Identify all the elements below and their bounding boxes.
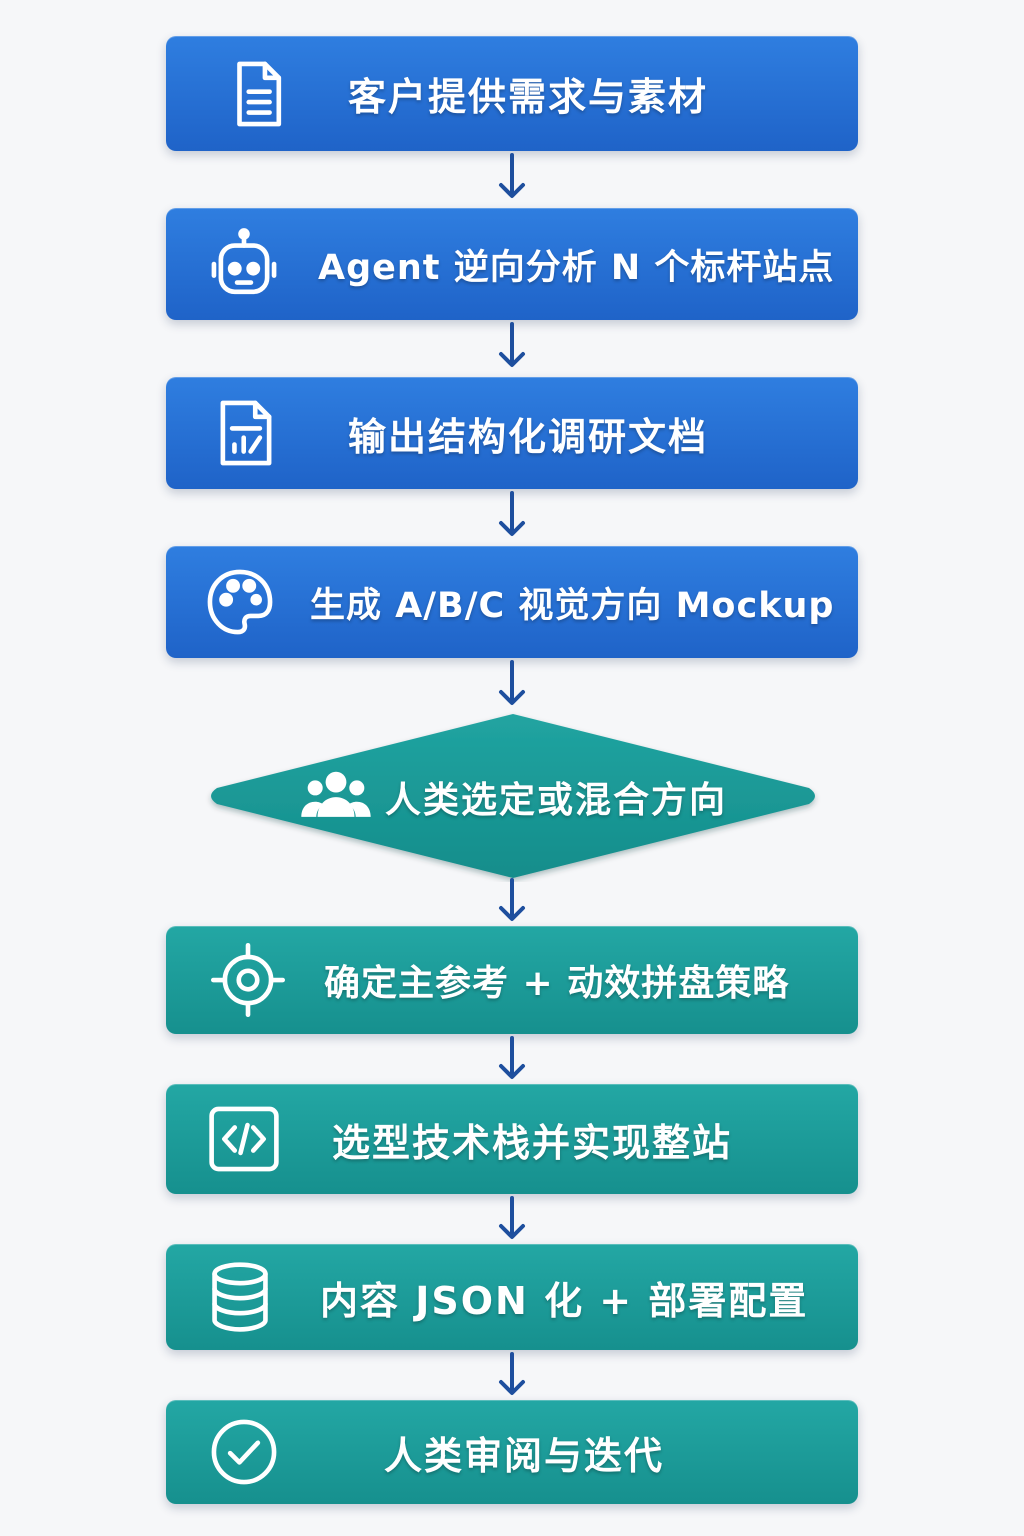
check-circle-icon (202, 1410, 286, 1494)
step-label: 输出结构化调研文档 (348, 414, 709, 459)
arrow-down-icon (499, 322, 525, 367)
arrow-down-icon (499, 153, 525, 198)
step-review-iterate: 人类审阅与迭代 (166, 1400, 858, 1504)
robot-icon (202, 222, 286, 306)
document-icon (216, 52, 300, 136)
database-icon (198, 1255, 282, 1339)
step-label: 确定主参考 + 动效拼盘策略 (324, 963, 790, 1004)
arrow-down-icon (499, 1196, 525, 1239)
users-icon (294, 754, 378, 838)
step-label: 生成 A/B/C 视觉方向 Mockup (310, 585, 835, 626)
target-icon (206, 938, 290, 1022)
palette-icon (198, 560, 282, 644)
report-icon (204, 391, 288, 475)
decision-label: 人类选定或混合方向 (385, 780, 728, 821)
step-reverse-analysis: Agent 逆向分析 N 个标杆站点 (166, 208, 858, 320)
step-research-doc: 输出结构化调研文档 (166, 377, 858, 489)
step-requirements: 客户提供需求与素材 (166, 36, 858, 151)
step-label: 选型技术栈并实现整站 (332, 1120, 733, 1165)
step-mockup: 生成 A/B/C 视觉方向 Mockup (166, 546, 858, 658)
arrow-down-icon (499, 1352, 525, 1395)
arrow-down-icon (499, 660, 525, 705)
step-label: 内容 JSON 化 + 部署配置 (320, 1278, 809, 1323)
decision-diamond (211, 714, 815, 878)
arrow-down-icon (499, 1036, 525, 1079)
step-label: 客户提供需求与素材 (348, 75, 709, 119)
step-label: 人类审阅与迭代 (384, 1433, 665, 1478)
step-tech-stack: 选型技术栈并实现整站 (166, 1084, 858, 1194)
arrow-down-icon (499, 878, 525, 921)
code-icon (202, 1097, 286, 1181)
step-label: Agent 逆向分析 N 个标杆站点 (318, 247, 835, 288)
arrow-down-icon (499, 491, 525, 536)
step-reference-strategy: 确定主参考 + 动效拼盘策略 (166, 926, 858, 1034)
step-json-deploy: 内容 JSON 化 + 部署配置 (166, 1244, 858, 1350)
